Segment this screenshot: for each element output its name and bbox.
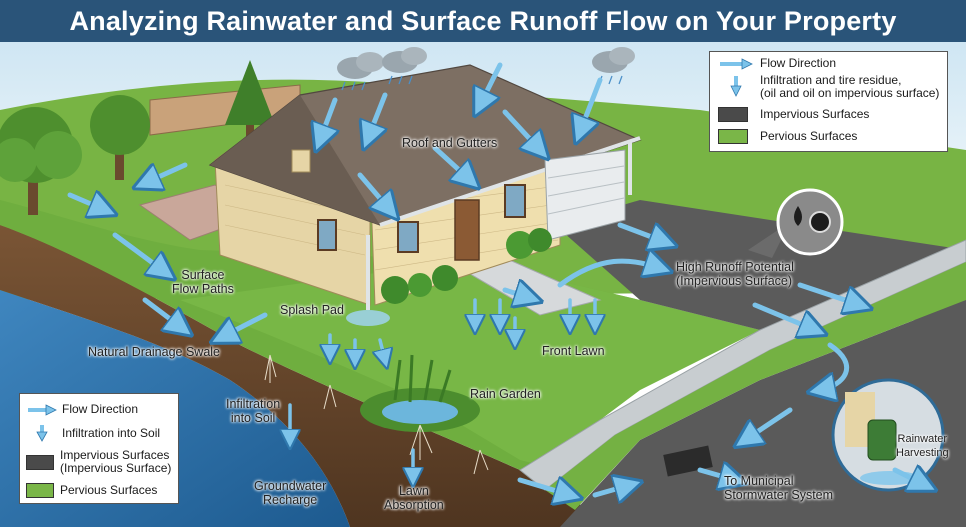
swale-flow-arrow	[222, 312, 268, 337]
yard-flow-arrow	[112, 232, 165, 272]
soil-cross-section	[0, 225, 610, 527]
label-line: Flow Paths	[172, 282, 234, 296]
legend-text: Infiltration into Soil	[62, 425, 161, 440]
impervious-swatch	[26, 454, 54, 470]
infiltration-arrow-icon	[36, 425, 48, 442]
infiltration-arrows	[290, 298, 595, 478]
legend-row-infiltration: Infiltration and tire residue, (oil and …	[718, 74, 939, 100]
drain-flow-arrow	[697, 470, 735, 480]
gutter-flow-arrow	[745, 407, 793, 440]
label-line: Lawn	[398, 484, 429, 498]
roof-flow-arrow	[357, 172, 390, 210]
legend-text: Flow Direction	[760, 56, 837, 70]
label-surface-flow: Surface Flow Paths	[172, 268, 234, 296]
label-roof-gutters: Roof and Gutters	[402, 136, 498, 150]
rain-barrel-icon	[867, 419, 897, 461]
yard-flow-arrow	[67, 195, 105, 210]
label-high-runoff: High Runoff Potential (Impervious Surfac…	[676, 260, 794, 288]
tree-middle	[90, 95, 150, 180]
legend-text: Impervious Surfaces	[760, 107, 870, 121]
gutter-flow-arrow	[820, 342, 850, 390]
legend-row-impervious: Impervious Surfaces (Impervious Surface)	[26, 449, 171, 475]
legend-text: Infiltration and tire residue,	[760, 73, 902, 87]
legend-row-flow: Flow Direction	[26, 403, 138, 416]
legend-text: (Impervious Surface)	[60, 461, 172, 475]
gutter-flow-arrow	[592, 485, 630, 495]
oil-tire-callout	[748, 188, 844, 258]
label-lawn-absorption: Lawn Absorption	[384, 484, 444, 512]
label-line: into Soil	[230, 411, 276, 425]
tree-left	[0, 107, 82, 215]
driveway-flow-arrow	[502, 290, 530, 298]
legend-bottom: Flow Direction Infiltration into Soil Im…	[19, 393, 179, 504]
rain-cloud-icon	[382, 47, 427, 85]
legend-row-pervious: Pervious Surfaces	[718, 129, 857, 144]
label-splash-pad: Splash Pad	[280, 303, 344, 317]
legend-top: Flow Direction Infiltration and tire res…	[709, 51, 948, 152]
label-municipal: To Municipal Stormwater System	[724, 474, 833, 502]
label-line: Groundwater	[254, 479, 327, 493]
street-flow-arrow	[797, 282, 860, 305]
roof-flow-arrow	[320, 97, 335, 140]
label-line: Infiltration	[226, 397, 281, 411]
swale-flow-arrow	[142, 297, 182, 328]
label-line: To Municipal	[724, 474, 794, 488]
rain-cloud-icon	[592, 47, 635, 85]
label-line: Stormwater System	[724, 488, 834, 502]
infiltration-arrow-icon	[380, 338, 385, 360]
label-line: Absorption	[384, 498, 444, 512]
driveway-flow-arrow	[557, 261, 660, 288]
oil-drop-icon	[794, 206, 802, 226]
lawn-shading	[180, 260, 760, 470]
label-groundwater: Groundwater Recharge	[254, 479, 326, 507]
legend-text: Flow Direction	[62, 402, 139, 416]
impervious-swatch	[718, 107, 748, 122]
legend-row-flow: Flow Direction	[718, 57, 836, 70]
label-line: High Runoff Potential	[676, 260, 794, 274]
curb-grass	[545, 262, 966, 510]
roof-flow-arrow	[580, 77, 603, 132]
legend-text: Pervious Surfaces	[760, 129, 858, 143]
flow-arrow-icon	[28, 403, 57, 416]
driveway-flow-arrow	[617, 225, 665, 242]
legend-row-pervious: Pervious Surfaces	[26, 483, 157, 498]
label-line: Recharge	[263, 493, 318, 507]
label-front-lawn: Front Lawn	[542, 344, 605, 358]
roof-flow-arrow	[502, 109, 540, 150]
legend-text: Pervious Surfaces	[60, 483, 158, 497]
page-title: Analyzing Rainwater and Surface Runoff F…	[69, 5, 897, 36]
label-line: (Impervious Surface)	[676, 274, 793, 288]
label-rain-garden: Rain Garden	[470, 387, 541, 401]
legend-row-impervious: Impervious Surfaces	[718, 107, 869, 122]
legend-text: Impervious Surfaces	[60, 448, 170, 462]
gutter-flow-arrow	[517, 480, 570, 495]
rain-garden	[360, 354, 480, 432]
roof-flow-arrow	[368, 92, 385, 138]
street-flow-arrow	[752, 302, 815, 330]
roof-flow-arrow	[480, 62, 503, 105]
splash-pad	[346, 310, 390, 326]
pervious-swatch	[26, 483, 54, 498]
label-line: Surface	[181, 268, 225, 282]
yard-flow-arrow	[145, 162, 188, 183]
rain-cloud-icon	[337, 52, 384, 91]
title-banner: Analyzing Rainwater and Surface Runoff F…	[0, 0, 966, 42]
label-line: Rainwater	[897, 433, 948, 445]
legend-row-infiltration: Infiltration into Soil	[26, 424, 160, 442]
roof-flow-arrow	[432, 145, 470, 180]
flow-arrows	[67, 62, 925, 495]
flow-arrow-icon	[720, 57, 753, 70]
pine-tree	[225, 60, 275, 140]
label-infiltration-soil: Infiltration into Soil	[226, 397, 280, 425]
tire-icon	[809, 211, 831, 233]
plant-roots	[264, 354, 489, 475]
label-rainwater-harvesting: Rainwater Harvesting	[896, 432, 949, 460]
infiltration-arrow-icon	[730, 76, 742, 97]
label-line: Harvesting	[896, 447, 949, 459]
barrel-flow-arrow	[892, 470, 925, 485]
pervious-swatch	[718, 129, 748, 144]
legend-text: (oil and oil on impervious surface)	[760, 86, 940, 100]
label-natural-swale: Natural Drainage Swale	[88, 345, 221, 359]
